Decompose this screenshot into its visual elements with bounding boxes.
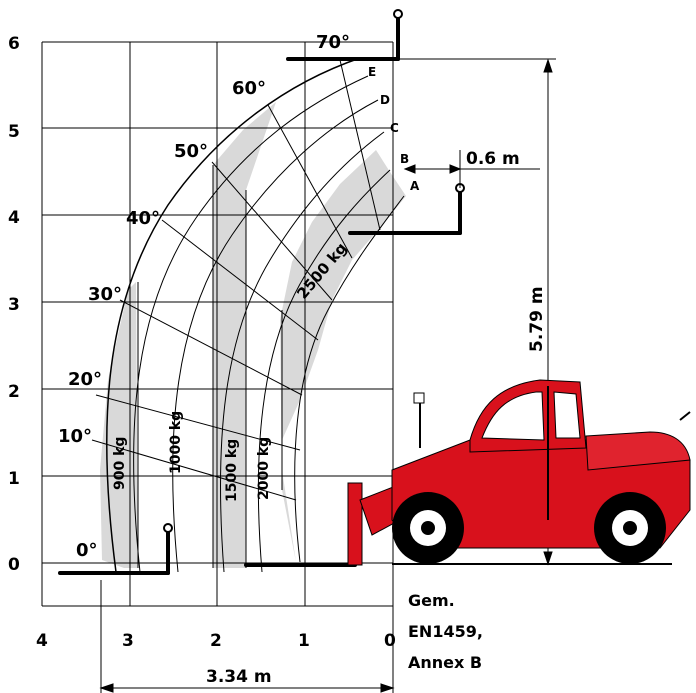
- rear-wheel: [594, 492, 666, 564]
- envelope-outer-arc: [105, 57, 361, 573]
- angle-label: 50°: [174, 141, 208, 162]
- ray-50: [211, 161, 333, 301]
- y-tick-label: 2: [8, 382, 20, 402]
- engine-hood: [585, 431, 691, 471]
- extension-arc-c: [219, 131, 385, 573]
- fork-0deg: [58, 523, 173, 575]
- y-tick-label: 4: [8, 208, 20, 228]
- x-tick-label: 2: [210, 631, 222, 651]
- y-tick-label: 6: [8, 34, 20, 54]
- angle-label: 30°: [88, 284, 122, 305]
- angle-label: 0°: [76, 540, 98, 561]
- ray-40: [161, 219, 319, 341]
- capacity-bands: [100, 102, 406, 568]
- fork-positions: [58, 9, 465, 575]
- extension-label-e: E: [368, 65, 376, 79]
- cab-window: [481, 391, 545, 441]
- angle-label: 60°: [232, 78, 266, 99]
- standard-note-line: Gem.: [408, 591, 455, 610]
- x-tick-label: 1: [298, 631, 310, 651]
- fork-70deg: [286, 9, 403, 61]
- capacity-label: 1500 kg: [224, 439, 240, 502]
- extension-arc-e: [133, 75, 369, 573]
- band-2500kg: [280, 150, 406, 562]
- extension-arc-b: [257, 169, 391, 573]
- ray-30: [119, 299, 303, 396]
- y-tick-label: 5: [8, 122, 20, 142]
- capacity-label: 900 kg: [112, 437, 128, 490]
- angle-label: 70°: [316, 32, 350, 53]
- y-tick-label: 0: [8, 555, 20, 575]
- extension-label-d: D: [380, 93, 390, 107]
- max-height-label: 5.79 m: [527, 286, 547, 352]
- mirror: [413, 392, 425, 404]
- x-tick-label: 0: [384, 631, 396, 651]
- angle-label: 20°: [68, 369, 102, 390]
- overhang-label: 0.6 m: [466, 149, 520, 169]
- capacity-label: 1000 kg: [168, 411, 184, 474]
- standard-note-line: Annex B: [408, 653, 482, 672]
- chart-grid: [41, 41, 394, 607]
- angle-rays: [91, 59, 381, 501]
- capacity-label: 2000 kg: [256, 437, 272, 500]
- band-900kg: [100, 282, 138, 568]
- y-tick-label: 3: [8, 295, 20, 315]
- ray-20: [95, 394, 301, 451]
- extension-label-b: B: [400, 152, 409, 166]
- y-tick-label: 1: [8, 469, 20, 489]
- fork-carriage: [347, 482, 363, 566]
- x-tick-label: 3: [122, 631, 134, 651]
- ray-60: [267, 104, 353, 259]
- extension-label-a: A: [410, 179, 420, 193]
- angle-label: 10°: [58, 426, 92, 447]
- ray-70: [339, 59, 381, 231]
- fork-extension-a: [348, 183, 465, 235]
- max-reach-label: 3.34 m: [206, 667, 272, 687]
- standard-note-line: EN1459,: [408, 622, 483, 641]
- ray-10: [91, 439, 297, 501]
- cab-door-window: [553, 391, 581, 439]
- x-tick-label: 4: [36, 631, 48, 651]
- extension-label-c: C: [390, 121, 399, 135]
- telehandler-machine: [347, 379, 691, 566]
- front-wheel: [392, 492, 464, 564]
- extension-arc-d: [172, 99, 379, 573]
- band-1500kg: [213, 102, 276, 568]
- angle-label: 40°: [126, 208, 160, 229]
- zone-lines: [137, 165, 283, 568]
